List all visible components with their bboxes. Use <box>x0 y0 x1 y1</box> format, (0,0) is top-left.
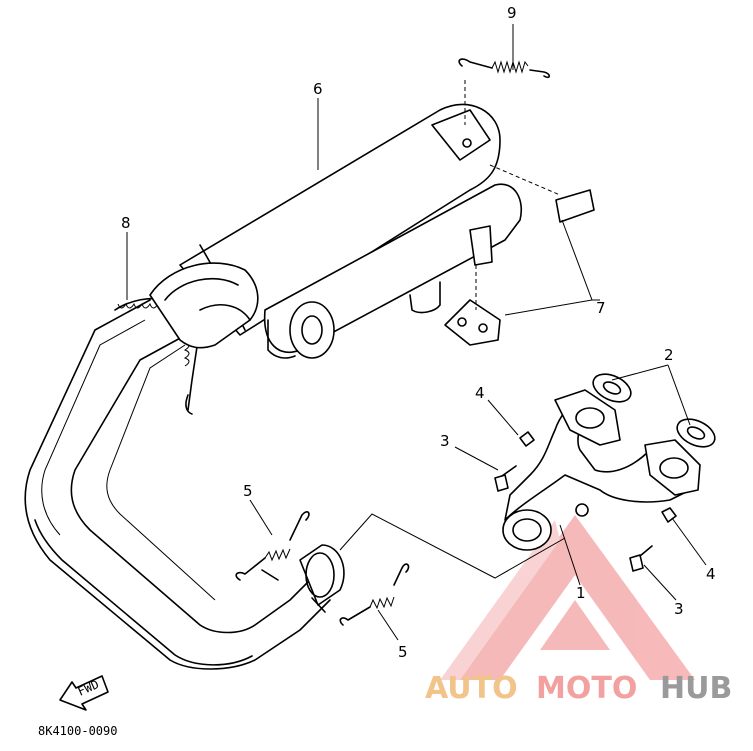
exhaust-manifold <box>502 389 701 551</box>
leader-lines <box>126 24 707 641</box>
callout-7: 7 <box>596 299 606 317</box>
callout-5-bottom: 5 <box>398 643 408 661</box>
part-code: 8K4100-0090 <box>38 724 117 738</box>
watermark-auto: AUTO <box>425 671 518 706</box>
callout-6: 6 <box>313 80 323 98</box>
callout-4-top: 4 <box>475 384 485 402</box>
watermark-logo <box>440 515 695 680</box>
callout-5-top: 5 <box>243 482 253 500</box>
watermark-text: AUTO MOTO HUB <box>425 671 732 706</box>
bolts-and-washers <box>494 431 677 572</box>
muffler <box>149 103 522 359</box>
exhaust-pipe <box>24 299 331 670</box>
callout-2: 2 <box>664 346 674 364</box>
fwd-arrow-icon: FWD <box>59 675 109 711</box>
assembly-lines <box>339 80 600 579</box>
callout-4-bottom: 4 <box>706 565 716 583</box>
spring-right <box>339 563 410 626</box>
callout-9: 9 <box>507 4 517 22</box>
gaskets <box>592 373 716 448</box>
pipe-joint <box>261 544 345 613</box>
callout-labels: 9 6 8 7 2 4 3 5 1 4 3 5 <box>121 4 716 661</box>
watermark-moto: MOTO <box>536 671 637 706</box>
rubber-damper <box>444 189 595 346</box>
callout-3-bottom: 3 <box>674 600 684 618</box>
callout-3-top: 3 <box>440 432 450 450</box>
spring-left <box>235 511 310 581</box>
watermark-hub: HUB <box>660 671 732 706</box>
spring-top <box>458 58 551 79</box>
callout-8: 8 <box>121 214 131 232</box>
callout-1: 1 <box>576 584 586 602</box>
